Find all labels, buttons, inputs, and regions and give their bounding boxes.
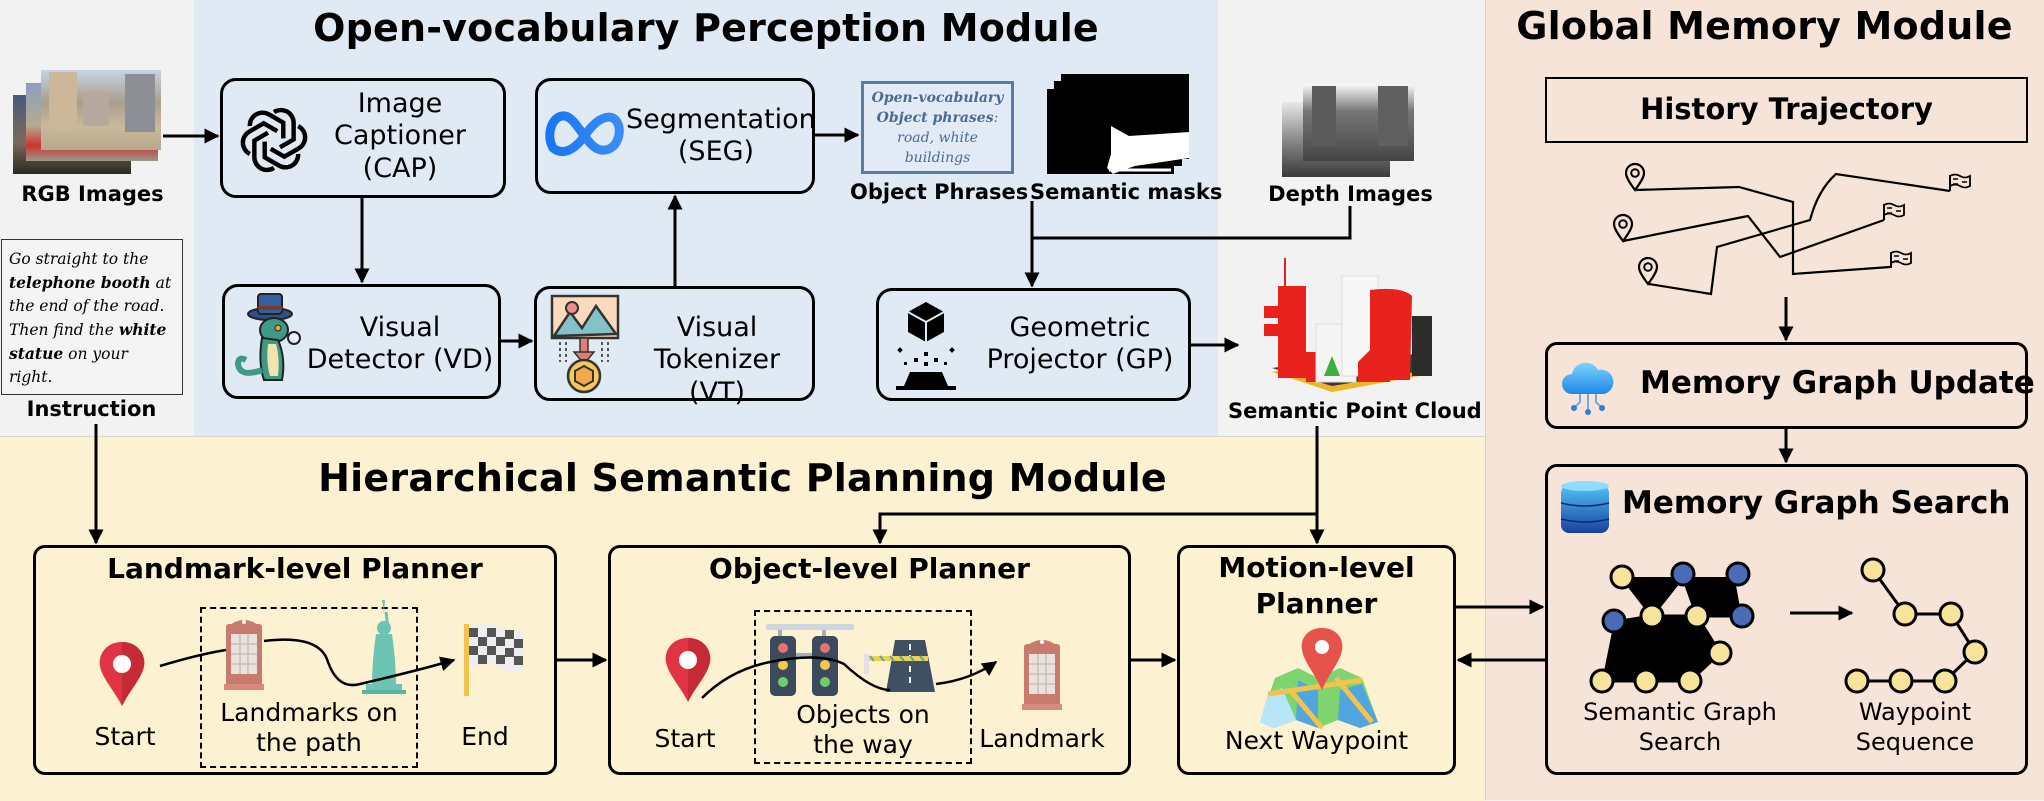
segmentation-box bbox=[535, 78, 815, 194]
planning-module-title: Hierarchical Semantic Planning Module bbox=[318, 456, 1167, 500]
meta-logo-icon bbox=[545, 111, 624, 156]
cap-line-1: Image bbox=[357, 88, 443, 119]
object-phrases-box: Open-vocabulary Object phrases: road, wh… bbox=[861, 81, 1014, 174]
history-trajectory-box bbox=[1545, 77, 2028, 143]
vt-line-1: Visual bbox=[676, 312, 758, 343]
instruction-segment-bold: white statue bbox=[9, 320, 167, 363]
object-level-planner-title: Object-level Planner bbox=[709, 552, 1030, 585]
next-waypoint-label: Next Waypoint bbox=[1224, 726, 1409, 755]
instruction-text-box: Go straight to the telephone booth at th… bbox=[1, 239, 183, 395]
history-trajectory-label: History Trajectory bbox=[1640, 92, 1933, 126]
motion-title-line-2: Planner bbox=[1255, 587, 1378, 620]
memory-graph-search-label: Memory Graph Search bbox=[1622, 485, 2011, 521]
landmarks-on-path-label: Landmarks on the path bbox=[200, 698, 418, 758]
landmark-start-label: Start bbox=[94, 722, 156, 751]
visual-tokenizer-box bbox=[534, 286, 815, 401]
landmark-level-planner-box bbox=[33, 545, 557, 775]
gp-line-1: Geometric bbox=[1009, 312, 1151, 343]
phrase-line-3: road, white bbox=[897, 130, 978, 146]
database-icon bbox=[1560, 481, 1610, 533]
objects-on-way-label: Objects on the way bbox=[754, 700, 972, 760]
gp-line-2: Projector (GP) bbox=[986, 344, 1174, 376]
graph-caption-line-2: Search bbox=[1638, 728, 1722, 756]
semantic-graph-search-caption: Semantic Graph Search bbox=[1560, 697, 1800, 757]
phrase-line-4: buildings bbox=[904, 150, 971, 166]
image-captioner-label: Image Captioner (CAP) bbox=[330, 88, 470, 185]
semantic-masks-caption: Semantic masks bbox=[1030, 180, 1223, 204]
seg-line-2: (SEG) bbox=[677, 136, 755, 168]
object-end-landmark-label: Landmark bbox=[979, 724, 1105, 753]
landmarks-line-1: Landmarks on bbox=[220, 698, 398, 727]
semantic-point-cloud-caption: Semantic Point Cloud bbox=[1228, 399, 1482, 423]
memory-graph-search-box bbox=[1545, 464, 2028, 775]
waypoint-caption-line-2: Sequence bbox=[1855, 728, 1975, 756]
object-level-planner-box bbox=[608, 545, 1131, 775]
semantic-point-cloud-image bbox=[1264, 258, 1432, 392]
motion-level-planner-box bbox=[1177, 545, 1456, 775]
instruction-caption: Instruction bbox=[26, 397, 157, 421]
visual-tokenizer-label: Visual Tokenizer (VT) bbox=[622, 312, 812, 409]
object-start-label: Start bbox=[654, 724, 716, 753]
depth-images-thumbnail bbox=[1282, 84, 1414, 177]
memory-module-title: Global Memory Module bbox=[1516, 4, 2013, 48]
waypoint-sequence-caption: Waypoint Sequence bbox=[1830, 697, 2000, 757]
phrase-line-1: Open-vocabulary bbox=[871, 90, 1004, 106]
openai-logo-icon bbox=[236, 102, 312, 178]
phrase-line-2: Object phrases bbox=[876, 110, 994, 126]
vd-line-2: Detector (VD) bbox=[306, 344, 494, 376]
rgb-images-caption: RGB Images bbox=[21, 182, 164, 206]
landmark-end-label: End bbox=[461, 722, 509, 751]
landmarks-line-2: the path bbox=[256, 728, 362, 757]
perception-module-title: Open-vocabulary Perception Module bbox=[313, 6, 1099, 50]
planning-module-background bbox=[0, 436, 1485, 801]
motion-level-planner-title: Motion-level Planner bbox=[1177, 550, 1456, 622]
motion-title-line-1: Motion-level bbox=[1218, 551, 1415, 584]
cloud-network-icon bbox=[1562, 362, 1614, 415]
seg-line-1: Segmentation bbox=[626, 104, 816, 135]
memory-graph-update-box bbox=[1545, 342, 2028, 429]
lizard-detective-icon bbox=[234, 293, 301, 381]
instruction-segment: Go straight to the bbox=[9, 250, 149, 268]
image-captioner-box bbox=[220, 78, 506, 198]
instruction-segment: at the end of the road. Then find the bbox=[9, 274, 172, 339]
landmark-level-planner-title: Landmark-level Planner bbox=[107, 552, 483, 585]
cap-line-2: Captioner bbox=[334, 120, 466, 152]
graph-caption-line-1: Semantic Graph bbox=[1583, 698, 1777, 726]
semantic-masks-thumbnail bbox=[1047, 74, 1189, 174]
memory-graph-update-label: Memory Graph Update bbox=[1640, 365, 2035, 401]
image-token-icon bbox=[550, 294, 620, 394]
object-phrases-caption: Object Phrases bbox=[850, 180, 1029, 204]
visual-detector-box bbox=[222, 284, 501, 399]
segmentation-label: Segmentation (SEG) bbox=[626, 104, 816, 169]
vd-line-1: Visual bbox=[359, 312, 441, 343]
instruction-segment-bold: telephone booth bbox=[9, 273, 151, 292]
landmarks-dashed-group bbox=[200, 607, 418, 768]
instruction-segment: on your right. bbox=[9, 345, 128, 386]
rgb-images-thumbnail bbox=[13, 70, 161, 174]
geometric-projector-label: Geometric Projector (GP) bbox=[980, 312, 1180, 377]
objects-line-2: the way bbox=[813, 730, 913, 759]
cube-projector-icon bbox=[896, 302, 956, 390]
objects-line-1: Objects on bbox=[796, 700, 930, 729]
waypoint-caption-line-1: Waypoint bbox=[1858, 698, 1972, 726]
phrase-colon: : bbox=[993, 110, 999, 126]
depth-images-caption: Depth Images bbox=[1268, 182, 1433, 206]
vt-line-2: Tokenizer (VT) bbox=[653, 344, 781, 408]
geometric-projector-box bbox=[876, 288, 1191, 401]
cap-line-3: (CAP) bbox=[362, 152, 438, 184]
visual-detector-label: Visual Detector (VD) bbox=[305, 312, 495, 377]
